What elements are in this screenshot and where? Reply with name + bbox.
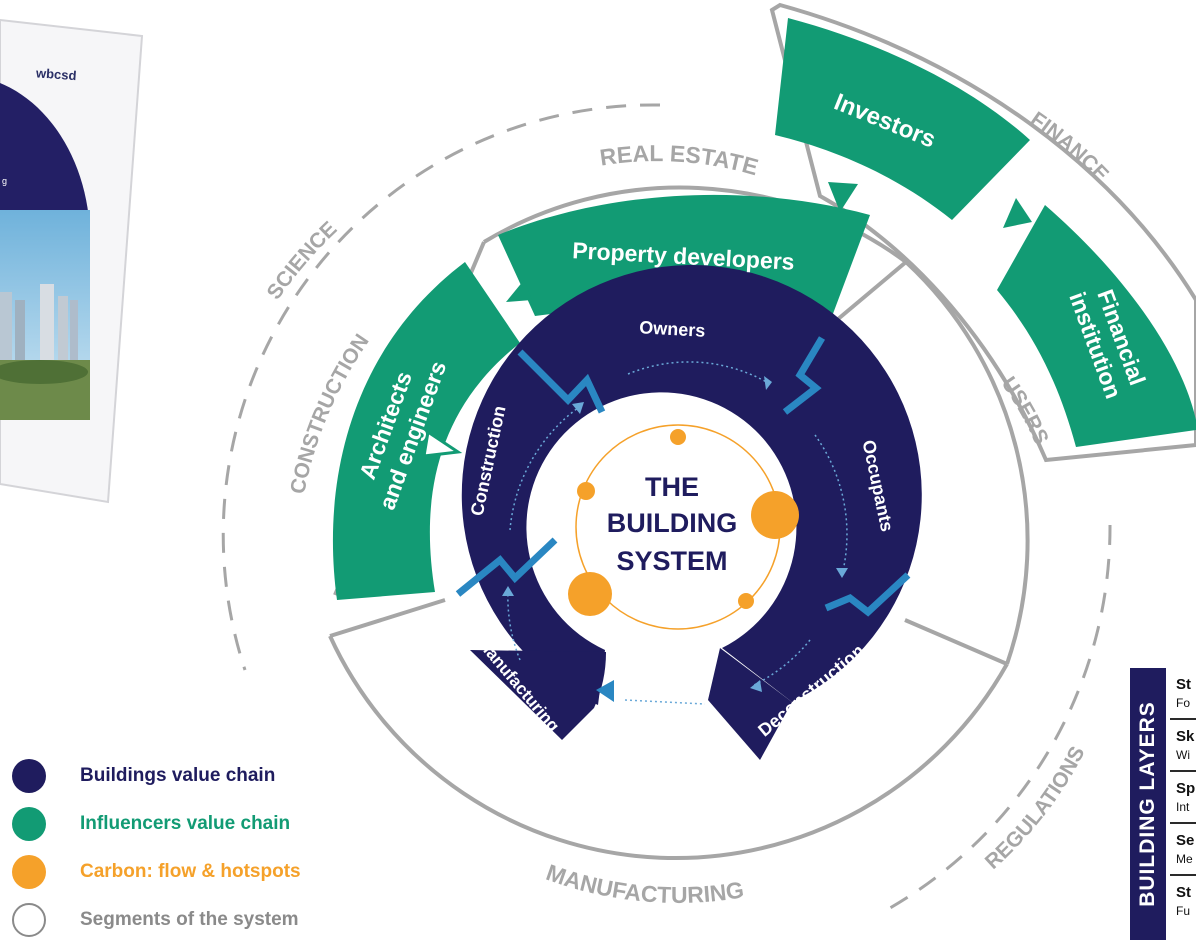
legend-label: Influencers value chain	[80, 813, 291, 834]
carbon-hotspot	[577, 482, 595, 500]
center-title-line1: THE	[645, 472, 699, 502]
layer-row: St Fo	[1170, 668, 1196, 720]
layer-name: St	[1176, 676, 1191, 693]
arrow-investors-to-developers	[828, 182, 858, 212]
carbon-hotspot	[670, 429, 686, 445]
legend-swatch-outline	[12, 903, 46, 937]
building-system-center: THE BUILDING SYSTEM	[568, 424, 799, 630]
influencer-flow-arrows	[422, 182, 1032, 702]
layer-row: St Fu	[1170, 876, 1196, 928]
segment-manufacturing	[328, 635, 1009, 861]
arrow-architects-to-construction	[422, 429, 463, 458]
layer-sub: Int	[1176, 800, 1190, 814]
layer-sub: Fo	[1176, 696, 1191, 710]
legend-label: Buildings value chain	[80, 765, 276, 786]
investors-block	[775, 18, 1030, 220]
report-cover-fragment: g	[2, 176, 7, 186]
arrow-loop-return	[596, 680, 614, 702]
layer-sub: Me	[1176, 852, 1193, 866]
building-layers-table: BUILDING LAYERS St Fo Sk Wi Sp Int Se Me…	[1130, 668, 1196, 940]
segment-label-manufacturing: MANUFACTURING	[543, 859, 746, 908]
center-title-line2: BUILDING	[607, 508, 738, 538]
segment-label-science: SCIENCE	[263, 217, 342, 304]
finance-band	[769, 2, 1196, 463]
value-chain-ring	[455, 264, 922, 760]
influencer-blocks	[332, 18, 1196, 600]
carbon-hotspot	[568, 572, 612, 616]
layer-row: Sp Int	[1170, 772, 1196, 824]
architects-engineers-block	[332, 262, 520, 600]
layer-name: St	[1176, 884, 1191, 901]
stage-owners: Owners	[639, 317, 706, 340]
center-title-line3: SYSTEM	[616, 546, 727, 576]
layer-name: Sk	[1176, 728, 1195, 745]
layer-name: Sp	[1176, 780, 1196, 797]
legend-label: Carbon: flow & hotspots	[80, 861, 301, 882]
report-logo-text: wbcsd	[35, 65, 77, 83]
segment-label-finance: FINANCE	[1026, 108, 1113, 187]
dashed-outer-ring	[221, 103, 1112, 910]
arrow-architects-to-developers	[506, 280, 532, 302]
report-cover-thumbnail: wbcsd g	[0, 18, 144, 504]
segment-label-real-estate: REAL ESTATE	[598, 140, 761, 180]
layer-sub: Fu	[1176, 904, 1191, 918]
building-layers-band: BUILDING LAYERS	[1130, 668, 1166, 940]
layer-row: Se Me	[1170, 824, 1196, 876]
legend-label: Segments of the system	[80, 909, 299, 930]
financial-institution-block	[997, 205, 1196, 447]
segment-users	[904, 260, 1030, 665]
layer-name: Se	[1176, 832, 1195, 849]
arrow-investors-to-finance	[1003, 198, 1032, 228]
carbon-hotspot	[738, 593, 754, 609]
layer-sub: Wi	[1176, 748, 1190, 762]
segment-label-regulations: REGULATIONS	[981, 743, 1090, 874]
legend-swatch-green	[12, 807, 46, 841]
layer-row: Sk Wi	[1170, 720, 1196, 772]
legend-swatch-navy	[12, 759, 46, 793]
carbon-hotspot	[751, 491, 799, 539]
building-layers-title: BUILDING LAYERS	[1136, 701, 1159, 907]
legend-swatch-orange	[12, 855, 46, 889]
